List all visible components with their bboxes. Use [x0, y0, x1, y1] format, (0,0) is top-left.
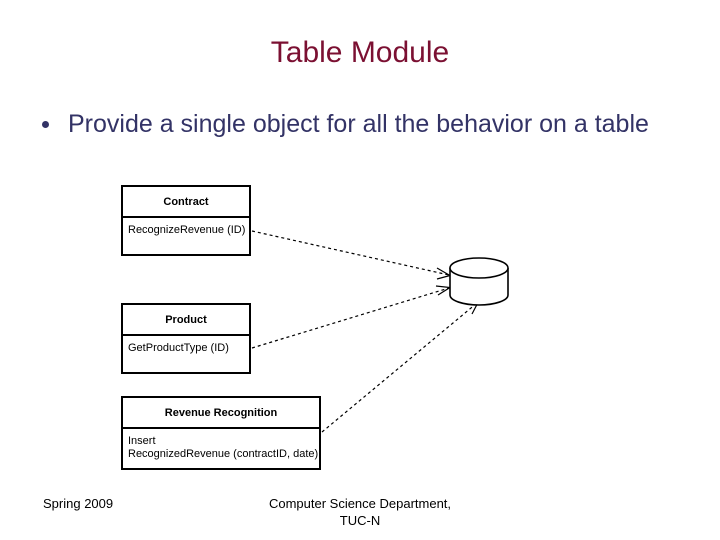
uml-class-revenue-recognition: Revenue Recognition Insert RecognizedRev… — [121, 396, 321, 470]
uml-class-name: Revenue Recognition — [123, 398, 319, 429]
uml-operations: GetProductType (ID) — [123, 336, 249, 374]
uml-operation: Insert — [128, 435, 156, 447]
bullet-item: Provide a single object for all the beha… — [30, 108, 690, 141]
bullet-text: Provide a single object for all the beha… — [68, 110, 649, 138]
uml-class-contract: Contract RecognizeRevenue (ID) — [121, 185, 251, 256]
footer-organization-line2: TUC-N — [339, 513, 381, 528]
uml-operation: RecognizedRevenue (contractID, date) — [128, 448, 319, 460]
bullet-dot-icon — [42, 121, 49, 128]
connector-product-to-datastore — [251, 285, 452, 349]
database-cylinder-icon — [449, 257, 509, 306]
uml-class-product: Product GetProductType (ID) — [121, 303, 251, 374]
page-title: Table Module — [270, 36, 450, 69]
uml-class-name: Product — [123, 305, 249, 336]
footer-organization: Computer Science Department, TUC-N — [180, 495, 540, 529]
footer-organization-line1: Computer Science Department, — [268, 496, 452, 511]
uml-class-name: Contract — [123, 187, 249, 218]
uml-operation: GetProductType (ID) — [128, 342, 229, 354]
uml-operation: RecognizeRevenue (ID) — [128, 224, 246, 236]
uml-operations: RecognizeRevenue (ID) — [123, 218, 249, 256]
bullet-list: Provide a single object for all the beha… — [30, 108, 690, 141]
uml-operations: Insert RecognizedRevenue (contractID, da… — [123, 429, 319, 470]
connector-contract-to-datastore — [251, 230, 452, 280]
footer-term: Spring 2009 — [43, 496, 114, 511]
connector-revenue-recognition-to-datastore — [321, 300, 479, 433]
